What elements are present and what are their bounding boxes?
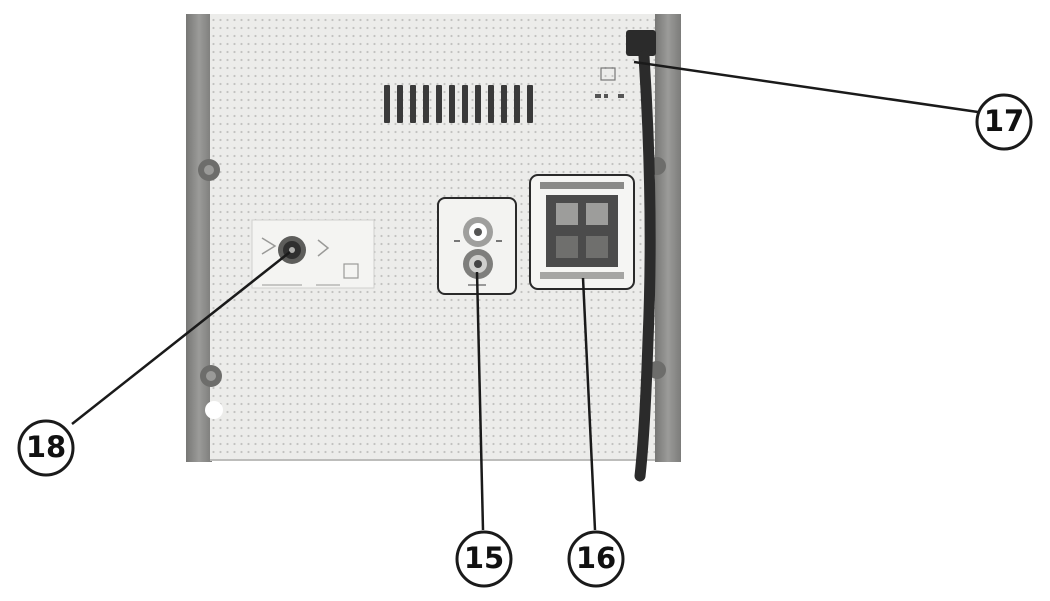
callout-label: 18 (26, 430, 66, 464)
screw-icon (200, 365, 222, 387)
callout-16: 16 (567, 530, 625, 588)
power-marking (595, 67, 624, 98)
power-cord (626, 30, 656, 482)
right-side-frame (655, 14, 681, 462)
ventilation-slots (384, 85, 533, 123)
leader-line-16 (581, 277, 597, 531)
antenna-socket (251, 219, 375, 289)
leader-line-17 (633, 60, 979, 114)
speaker-terminals (529, 174, 635, 290)
callout-label: 15 (464, 541, 504, 575)
callout-label: 16 (576, 541, 616, 575)
callout-label: 17 (984, 104, 1024, 138)
left-side-frame (186, 14, 212, 462)
leader-line-18 (71, 251, 291, 425)
callout-18: 18 (17, 419, 75, 477)
callout-17: 17 (975, 93, 1033, 151)
callout-15: 15 (455, 530, 513, 588)
rca-audio-input (437, 197, 517, 295)
screw-icon (198, 159, 220, 181)
leader-line-15 (475, 271, 485, 531)
panel-notch (205, 401, 223, 419)
